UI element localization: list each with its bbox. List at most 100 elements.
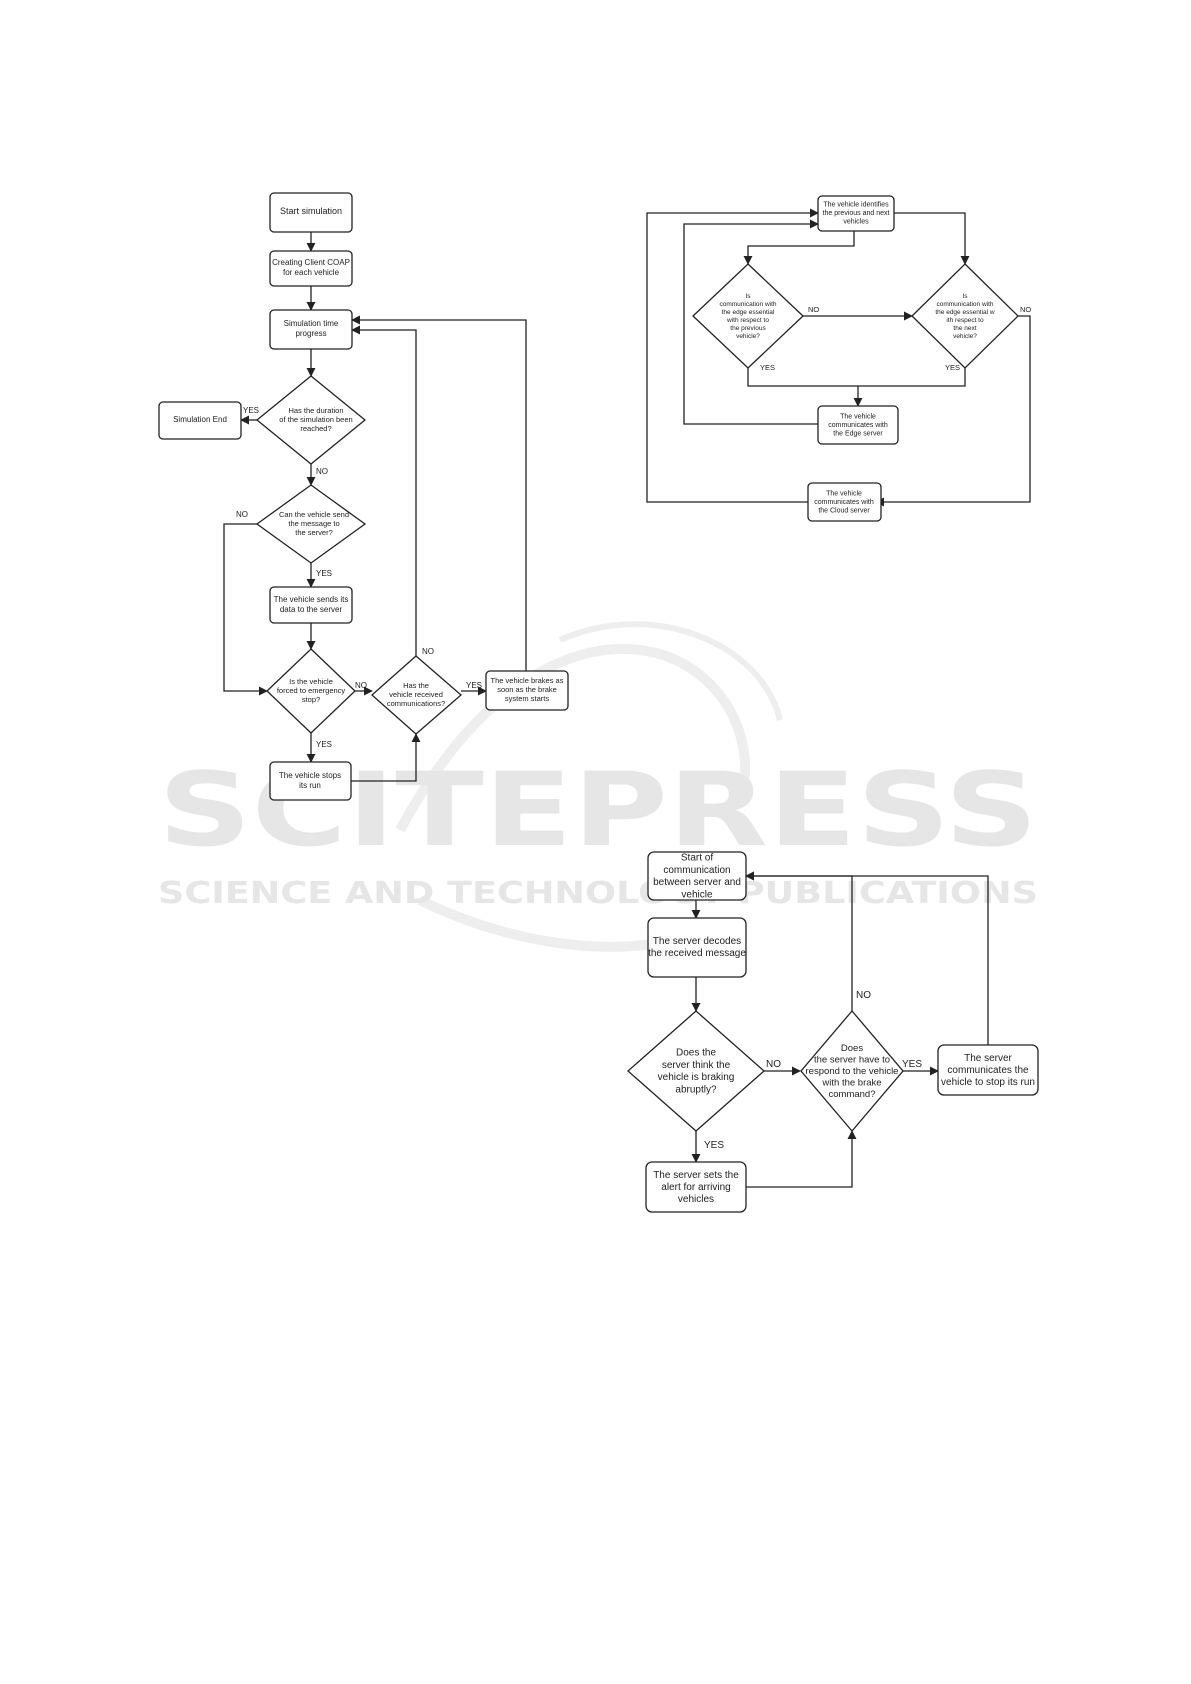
text-line: Is the vehicle	[289, 677, 333, 686]
text-line: Does the	[676, 1047, 716, 1058]
edge-alert-to-respond	[746, 1130, 857, 1188]
text-line: vehicles	[843, 218, 869, 225]
text-line: respond to the vehicle	[806, 1066, 899, 1077]
text-line: reached?	[300, 424, 331, 433]
text-line: communicates with	[828, 422, 888, 429]
text-line: Is	[745, 293, 751, 300]
text-line: the received message	[648, 948, 746, 959]
text-line: the Edge server	[833, 430, 883, 437]
text-line: the edge essential w	[935, 309, 995, 316]
watermark-swoosh-2	[558, 621, 783, 721]
text-line: command?	[829, 1089, 876, 1100]
text-line: vehicle received	[389, 690, 443, 699]
text-line: Start simulation	[280, 206, 342, 216]
text-line: communication	[663, 865, 730, 876]
text-line: The vehicle	[840, 413, 876, 420]
text-line: communicates the	[947, 1065, 1029, 1076]
text-line: Simulation End	[173, 415, 227, 424]
text-line: the previous	[730, 325, 766, 332]
text-line: for each vehicle	[283, 268, 340, 277]
text-line: vehicle?	[736, 333, 760, 340]
text-line: The vehicle stops	[279, 771, 341, 780]
label-next-yes: YES	[945, 363, 960, 372]
text-line: Creating Client COAP	[272, 258, 350, 267]
text-line: vehicle?	[953, 333, 977, 340]
text-line: communication with	[719, 301, 776, 308]
text-line: soon as the brake	[497, 685, 557, 694]
edge-cansend-no-to-forced	[223, 523, 268, 696]
text-line: Simulation time	[284, 319, 339, 328]
text-line: The server	[964, 1052, 1012, 1063]
text-line: communications?	[387, 699, 445, 708]
node-simulation-end: Simulation End	[158, 401, 242, 440]
node-simulation-end-text: Simulation End	[173, 415, 227, 424]
watermark-swoosh	[395, 644, 751, 833]
text-line: Has the duration	[288, 406, 343, 415]
flow2-edges	[646, 208, 1031, 507]
edge-cloud-loop	[646, 208, 819, 503]
text-line: data to the server	[280, 605, 343, 614]
text-line: vehicle is braking	[658, 1072, 735, 1083]
label-forced-no: NO	[355, 681, 367, 690]
edge-received-no-to-progress	[351, 325, 417, 656]
label-think-no: NO	[766, 1059, 781, 1070]
label-duration-no: NO	[316, 467, 328, 476]
text-line: Does	[841, 1042, 863, 1053]
label-forced-yes: YES	[316, 740, 332, 749]
edge-brakes-to-progress	[351, 315, 527, 671]
text-line: of the simulation been	[279, 415, 352, 424]
text-line: the edge essential	[722, 309, 775, 316]
label-duration-yes: YES	[243, 406, 259, 415]
text-line: communication with	[936, 301, 993, 308]
text-line: Is	[962, 293, 968, 300]
text-line: forced to emergency	[277, 686, 346, 695]
text-line: the Cloud server	[818, 507, 870, 514]
text-line: The vehicle brakes as	[491, 676, 564, 685]
text-line: vehicle to stop its run	[941, 1077, 1035, 1088]
label-received-no: NO	[422, 647, 434, 656]
text-line: The server decodes	[653, 936, 741, 947]
flow3-edges	[691, 871, 989, 1188]
text-line: The vehicle	[826, 490, 862, 497]
text-line: alert for arriving	[661, 1182, 730, 1193]
text-line: abruptly?	[675, 1084, 717, 1095]
text-line: The vehicle identifies	[823, 201, 889, 208]
label-received-yes: YES	[466, 681, 482, 690]
node-start-simulation-text: Start simulation	[280, 206, 342, 216]
text-line: its run	[299, 781, 321, 790]
label-cansend-yes: YES	[316, 569, 332, 578]
text-line: ith respect to	[946, 317, 984, 324]
watermark-subtitle: SCIENCE AND TECHNOLOGY PUBLICATIONS	[158, 876, 1038, 911]
